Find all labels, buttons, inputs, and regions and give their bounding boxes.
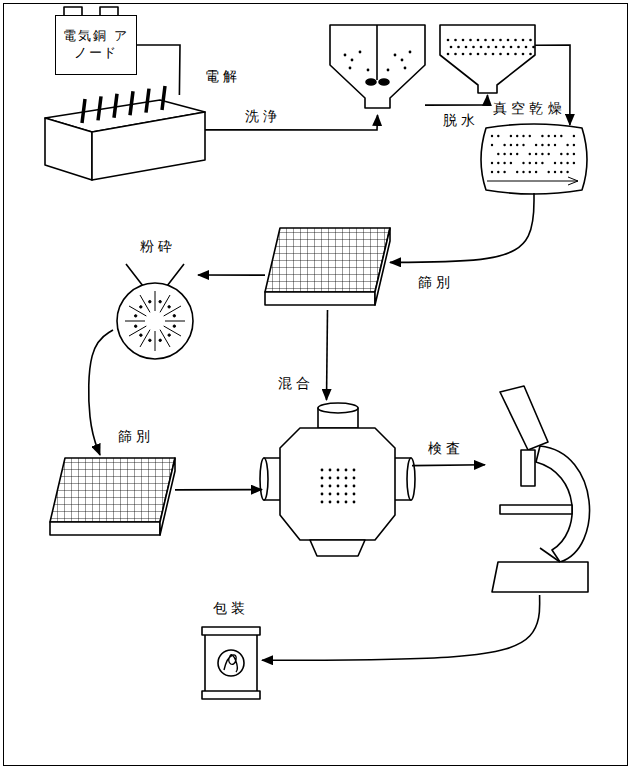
step-label: 真空乾燥 <box>493 100 566 117</box>
step-label: 脱水 <box>443 112 479 129</box>
flow-arrow <box>205 115 378 130</box>
step-label: 篩別 <box>418 274 454 291</box>
vacuum-dryer <box>481 124 587 194</box>
step-label: 篩別 <box>118 428 154 445</box>
mill <box>117 264 193 359</box>
step-label: 包装 <box>213 600 249 617</box>
flow-arrow <box>327 310 328 400</box>
flow-arrow <box>412 464 485 466</box>
drying-step: 真空乾燥 <box>478 125 590 193</box>
flow-arrow <box>175 489 262 491</box>
inspection-step: 検査 <box>485 385 590 595</box>
mixer <box>260 403 415 556</box>
flow-arrow <box>262 595 540 660</box>
flow-arrow <box>198 274 265 276</box>
sieve-tray <box>265 228 390 305</box>
electrolysis-step: 電解 <box>45 95 205 180</box>
dehydration-step: 脱水 <box>440 25 535 95</box>
mixing-step: 混合 <box>262 400 412 560</box>
wash-step: 洗浄 <box>330 25 425 115</box>
sieving-step: 篩別 <box>265 225 390 310</box>
flow-arrow <box>390 193 534 262</box>
step-label: 検査 <box>428 440 464 457</box>
step-label: 混合 <box>278 375 314 392</box>
dehydrator <box>440 25 535 93</box>
flow-arrow <box>137 45 180 95</box>
sieving-step: 篩別 <box>50 455 175 540</box>
step-label: 粉砕 <box>140 238 176 255</box>
microscope <box>492 386 590 592</box>
step-label: 電解 <box>205 68 241 85</box>
electrolysis-tank <box>45 86 205 180</box>
sieve-tray <box>50 458 175 535</box>
anode-box: 電気銅 アノード <box>55 15 137 75</box>
box-label: 電気銅 アノード <box>56 26 136 64</box>
milling-step: 粉砕 <box>113 262 198 362</box>
wash-vessel <box>330 25 425 108</box>
flow-arrow <box>89 330 113 455</box>
step-label: 洗浄 <box>245 108 281 125</box>
package <box>202 627 260 699</box>
flow-arrow <box>425 95 488 105</box>
packaging-step: 包装 <box>200 625 262 700</box>
